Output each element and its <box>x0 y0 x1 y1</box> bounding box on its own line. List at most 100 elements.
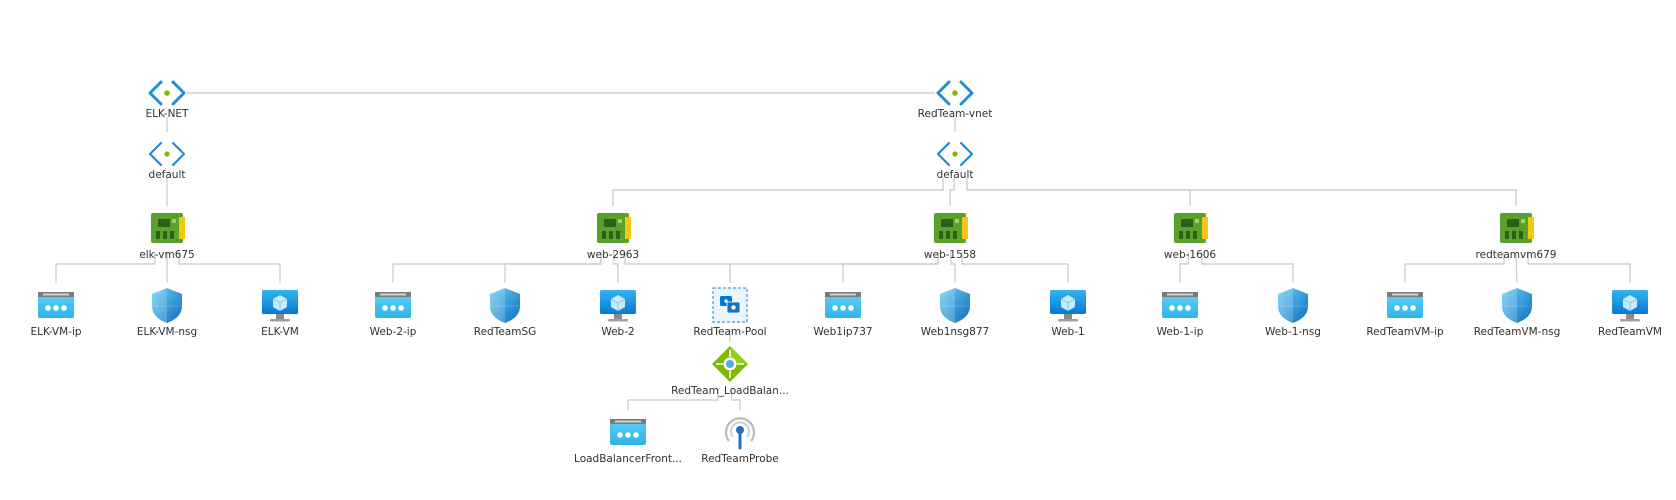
publicip-icon <box>610 419 646 445</box>
edge-lb-lb_front <box>627 388 719 410</box>
node-lb[interactable]: RedTeam_LoadBalan... <box>671 346 789 397</box>
edge-web_2963-web_2_ip <box>392 252 602 283</box>
node-label: RedTeamSG <box>474 326 537 338</box>
edge-web_1606-web_1_nsg <box>1201 252 1294 283</box>
node-label: Web-2-ip <box>370 326 417 338</box>
node-label: ELK-VM <box>261 326 299 338</box>
publicip-icon <box>38 292 74 318</box>
subnet-icon <box>936 141 974 167</box>
edge-web_1558-web1nsg877 <box>950 252 956 283</box>
subnet-icon <box>148 141 186 167</box>
node-rt-probe[interactable]: RedTeamProbe <box>701 417 779 465</box>
node-label: Web-1-nsg <box>1265 326 1321 338</box>
node-label: ELK-VM-nsg <box>137 326 197 338</box>
node-redteamsg[interactable]: RedTeamSG <box>474 288 537 338</box>
node-label: RedTeam-Pool <box>693 326 766 338</box>
node-label: RedTeamProbe <box>701 453 778 465</box>
node-label: default <box>937 169 974 181</box>
node-label: web-2963 <box>587 249 639 261</box>
publicip-icon <box>1387 292 1423 318</box>
node-elk-vm-ip[interactable]: ELK-VM-ip <box>30 292 82 338</box>
edge-web_1558-redteam_pool <box>729 252 939 283</box>
node-redteamvm679[interactable]: redteamvm679 <box>1476 213 1557 261</box>
node-lb-front[interactable]: LoadBalancerFront... <box>574 419 682 465</box>
publicip-icon <box>375 292 411 318</box>
nic-icon <box>597 213 631 243</box>
node-label: Web-1-ip <box>1157 326 1204 338</box>
node-label: RedTeamVM-ip <box>1366 326 1444 338</box>
node-elk-vm675[interactable]: elk-vm675 <box>139 213 195 261</box>
vm-icon <box>600 290 636 322</box>
node-web-1606[interactable]: web-1606 <box>1164 213 1217 261</box>
node-label: web-1558 <box>924 249 976 261</box>
nsg-icon <box>940 288 970 323</box>
node-web-2-ip[interactable]: Web-2-ip <box>370 292 417 338</box>
node-web-2[interactable]: Web-2 <box>600 290 636 338</box>
node-label: elk-vm675 <box>139 249 194 261</box>
nic-icon <box>1500 213 1534 243</box>
edge-web_2963-redteam_pool <box>624 252 731 283</box>
node-redteam-pool[interactable]: RedTeam-Pool <box>693 287 767 338</box>
nsg-icon <box>152 288 182 323</box>
nic-icon <box>934 213 968 243</box>
node-web-1-nsg[interactable]: Web-1-nsg <box>1265 288 1321 338</box>
node-web1nsg877[interactable]: Web1nsg877 <box>921 288 989 338</box>
node-label: ELK-NET <box>146 108 190 120</box>
node-web-1-ip[interactable]: Web-1-ip <box>1157 292 1204 338</box>
node-label: web-1606 <box>1164 249 1217 261</box>
node-label: default <box>149 169 186 181</box>
node-label: LoadBalancerFront... <box>574 453 682 465</box>
node-elk-vm[interactable]: ELK-VM <box>261 290 299 338</box>
nic-icon <box>151 213 185 243</box>
edge-redteamvm679-redteamvm_ip <box>1404 252 1505 283</box>
node-elk-vm-nsg[interactable]: ELK-VM-nsg <box>137 288 197 338</box>
edge-web_1558-web_1 <box>961 252 1069 283</box>
nsg-icon <box>490 288 520 323</box>
edge-rt_default-web_1606 <box>966 178 1191 206</box>
loadbalancer-icon <box>712 346 748 382</box>
edge-rt_default-redteamvm679 <box>966 178 1517 206</box>
node-label: RedTeamVM <box>1598 326 1662 338</box>
edge-lb-rt_probe <box>731 388 741 410</box>
node-label: ELK-VM-ip <box>30 326 81 338</box>
edge-elk_vm675-elk_vm <box>178 252 281 283</box>
nic-icon <box>1174 213 1208 243</box>
vm-icon <box>1612 290 1648 322</box>
node-label: RedTeamVM-nsg <box>1474 326 1561 338</box>
node-redteamvm-ip[interactable]: RedTeamVM-ip <box>1366 292 1444 338</box>
vnet-icon <box>936 80 974 106</box>
node-rt-default[interactable]: default <box>936 141 974 181</box>
publicip-icon <box>1162 292 1198 318</box>
node-elk-net[interactable]: ELK-NET <box>146 80 190 120</box>
node-web1ip737[interactable]: Web1ip737 <box>813 292 873 338</box>
node-label: Web-1 <box>1051 326 1084 338</box>
node-redteamvm[interactable]: RedTeamVM <box>1598 290 1662 338</box>
node-label: Web1nsg877 <box>921 326 989 338</box>
probe-icon <box>724 417 756 450</box>
edge-rt_default-web_1558 <box>949 178 955 206</box>
edge-web_1606-web_1_ip <box>1179 252 1189 283</box>
edge-web_1558-web1ip737 <box>842 252 939 283</box>
node-web-1[interactable]: Web-1 <box>1050 290 1086 338</box>
node-label: Web1ip737 <box>813 326 872 338</box>
node-redteamvm-nsg[interactable]: RedTeamVM-nsg <box>1474 288 1561 338</box>
pool-icon <box>712 287 748 323</box>
vm-icon <box>262 290 298 322</box>
node-redteam-vnet[interactable]: RedTeam-vnet <box>918 80 993 120</box>
edge-web_2963-redteamsg <box>504 252 602 283</box>
node-label: RedTeam-vnet <box>918 108 993 120</box>
node-label: RedTeam_LoadBalan... <box>671 385 789 397</box>
edge-redteamvm679-redteamvm_nsg <box>1515 251 1518 284</box>
node-elk-default[interactable]: default <box>148 141 186 181</box>
edge-elk_vm675-elk_vm_ip <box>55 252 156 283</box>
vnet-icon <box>148 80 186 106</box>
node-label: redteamvm679 <box>1476 249 1557 261</box>
nsg-icon <box>1278 288 1308 323</box>
edge-redteamvm679-redteamvm <box>1527 252 1631 283</box>
edge-rt_default-web_2963 <box>612 178 944 206</box>
node-web-2963[interactable]: web-2963 <box>587 213 639 261</box>
node-web-1558[interactable]: web-1558 <box>924 213 976 261</box>
node-label: Web-2 <box>601 326 634 338</box>
edge-web_2963-web_2 <box>613 252 619 283</box>
publicip-icon <box>825 292 861 318</box>
